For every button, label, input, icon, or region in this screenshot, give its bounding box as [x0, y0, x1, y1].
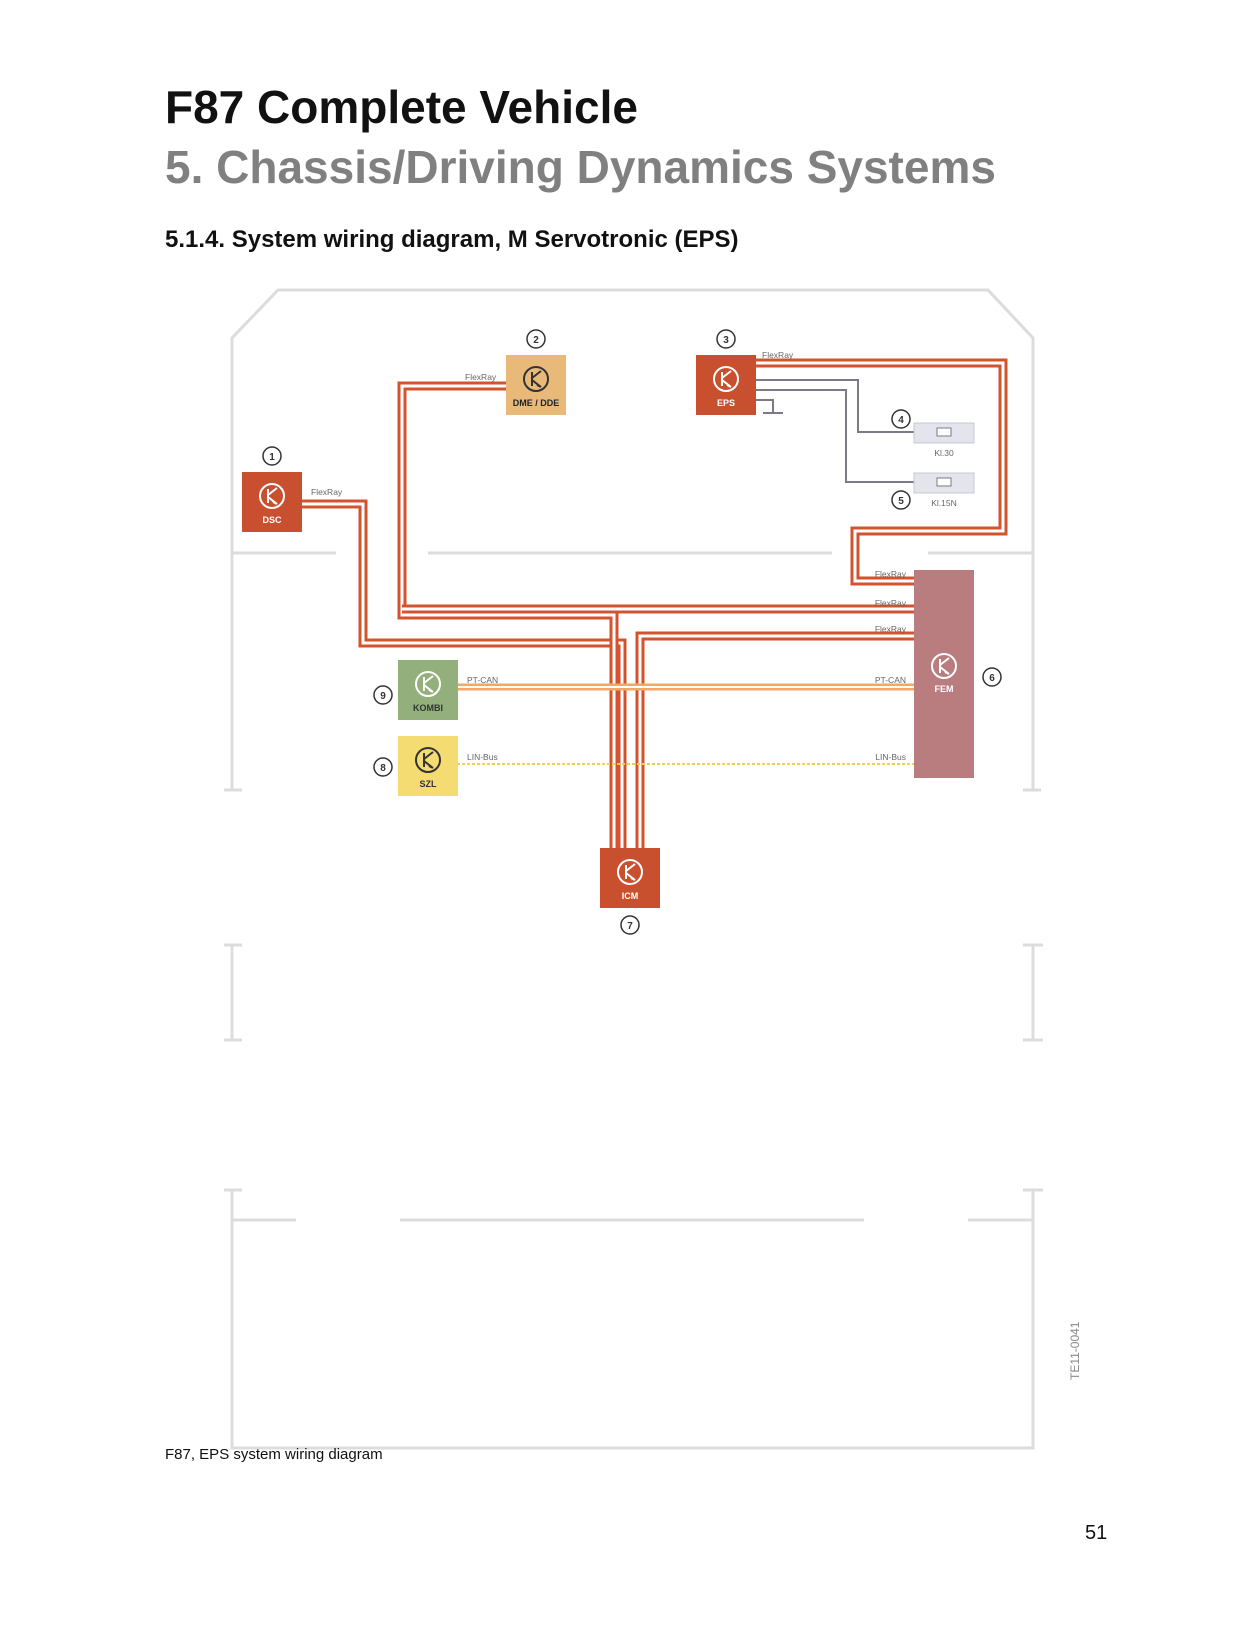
unit-fem: FEM — [914, 570, 974, 778]
callouts — [262, 329, 1002, 935]
transistor-icon — [523, 366, 549, 392]
callout-numbers: 1 2 3 4 5 6 7 8 9 — [269, 335, 995, 932]
callout-5: 5 — [898, 496, 904, 507]
document-code: TE11-0041 — [1068, 1321, 1082, 1380]
callout-2: 2 — [533, 335, 539, 346]
flexray-label-dme: FlexRay — [465, 372, 497, 382]
fuse-kl30: Kl.30 — [913, 422, 975, 458]
unit-dsc-label: DSC — [262, 515, 282, 525]
unit-icm-label: ICM — [622, 891, 639, 901]
callout-9: 9 — [380, 691, 386, 702]
vehicle-outline — [224, 288, 1043, 1450]
section-heading: 5.1.4. System wiring diagram, M Servotro… — [165, 226, 739, 253]
flexray-label-dsc: FlexRay — [311, 487, 343, 497]
transistor-icon — [931, 653, 957, 679]
unit-kombi-label: KOMBI — [413, 703, 443, 713]
figure-caption: F87, EPS system wiring diagram — [165, 1446, 383, 1463]
transistor-icon — [415, 671, 441, 697]
unit-eps: EPS — [696, 355, 756, 415]
unit-eps-label: EPS — [717, 398, 735, 408]
callout-7: 7 — [627, 921, 633, 932]
callout-6: 6 — [989, 673, 995, 684]
transistor-icon — [713, 366, 739, 392]
unit-kombi: KOMBI — [398, 660, 458, 720]
transistor-icon — [617, 859, 643, 885]
unit-dsc: DSC — [242, 472, 302, 532]
callout-4: 4 — [898, 415, 904, 426]
callout-1: 1 — [269, 452, 275, 463]
unit-icm: ICM — [600, 848, 660, 908]
fuse-kl30-label: Kl.30 — [934, 448, 954, 458]
linbus-label-szl: LIN-Bus — [467, 752, 498, 762]
power-wiring — [756, 379, 914, 483]
ptcan-label-kombi: PT-CAN — [467, 675, 498, 685]
page-title: F87 Complete Vehicle — [165, 81, 638, 133]
fuse-kl15n: Kl.15N — [913, 472, 975, 508]
unit-dme-label: DME / DDE — [513, 398, 560, 408]
flexray-label-fem-3: FlexRay — [875, 624, 907, 634]
unit-szl: SZL — [398, 736, 458, 796]
page-number: 51 — [1085, 1522, 1108, 1544]
flexray-label-eps: FlexRay — [762, 350, 794, 360]
ptcan-label-fem: PT-CAN — [875, 675, 906, 685]
unit-dme: DME / DDE — [506, 355, 566, 415]
transistor-icon — [259, 483, 285, 509]
flexray-label-fem-2: FlexRay — [875, 598, 907, 608]
transistor-icon — [415, 747, 441, 773]
callout-8: 8 — [380, 763, 386, 774]
chapter-title: 5. Chassis/Driving Dynamics Systems — [165, 141, 996, 193]
linbus-label-fem: LIN-Bus — [875, 752, 906, 762]
bus-labels: FlexRay FlexRay FlexRay FlexRay FlexRay … — [311, 350, 907, 762]
unit-fem-label: FEM — [935, 684, 954, 694]
fuse-kl15n-label: Kl.15N — [931, 498, 957, 508]
flexray-wiring — [302, 358, 1008, 850]
callout-3: 3 — [723, 335, 729, 346]
flexray-label-fem-1: FlexRay — [875, 569, 907, 579]
unit-szl-label: SZL — [420, 779, 438, 789]
